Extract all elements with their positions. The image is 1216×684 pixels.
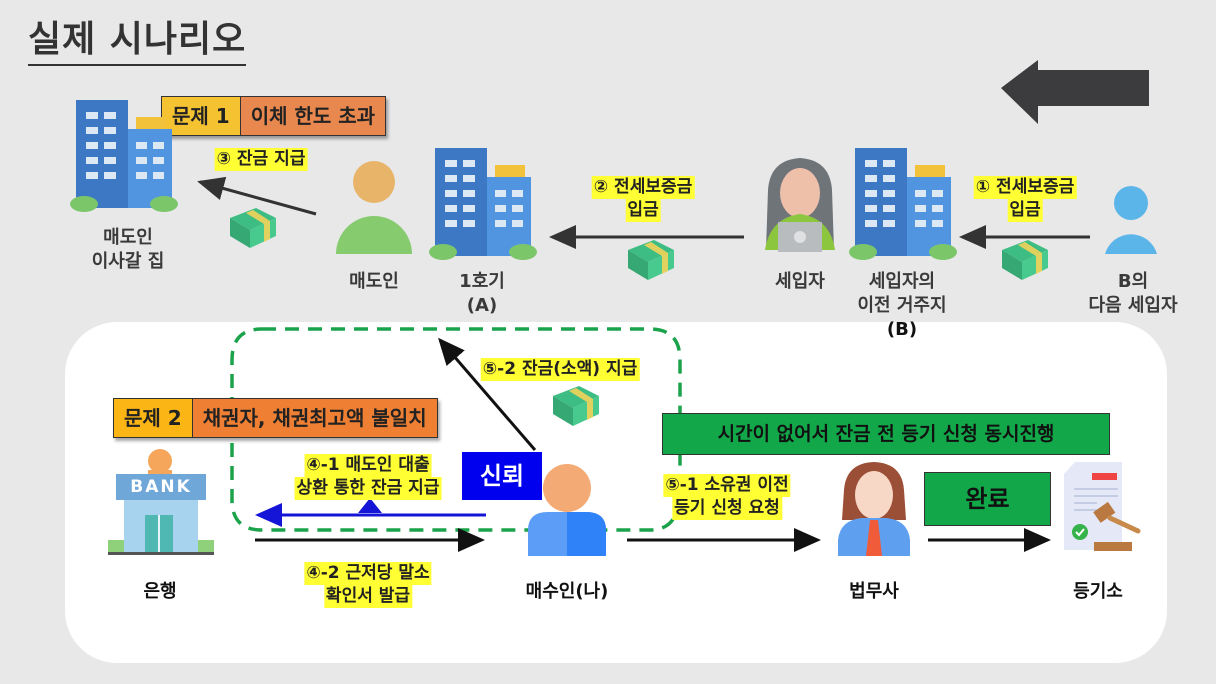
trust-dashed-region [230,327,682,532]
money-icon [553,386,599,426]
tenant-prev-home-building-icon [849,148,957,260]
problem-2-tag: 문제 2 [114,399,193,437]
next-tenant-avatar-icon [1105,186,1157,254]
money-icon [628,240,674,280]
page-title: 실제 시나리오 [28,18,247,66]
buyer-label: 매수인(나) [525,581,609,602]
step5-1-label: ⑤-1 소유권 이전 등기 신청 요청 [663,474,791,520]
step1-label: ① 전세보증금 입금 [973,176,1077,222]
seller-new-home-building-icon [70,100,178,212]
problem-2-box: 문제 2 채권자, 채권최고액 불일치 [113,398,438,438]
registry-label: 등기소 [1073,581,1123,602]
tenant-prev-home-label: 세입자의 이전 거주지 (B) [857,271,947,340]
problem-1-text: 이체 한도 초과 [240,97,386,135]
pointer-triangle [358,498,382,513]
unit-a-building-icon [429,148,537,260]
arrow-step3 [197,176,317,216]
step2-label: ② 전세보증금 입금 [591,176,695,222]
tenant-avatar-icon [765,158,835,252]
step4-1-label: ④-1 매도인 대출 상환 통한 잔금 지급 [294,454,442,500]
arrow-step5-2 [438,337,537,451]
next-tenant-label: B의 다음 세입자 [1088,271,1178,316]
simultaneous-registration-banner: 시간이 없어서 잔금 전 등기 신청 동시진행 [662,413,1110,455]
problem-1-tag: 문제 1 [162,97,241,135]
seller-new-home-label: 매도인 이사갈 집 [91,227,165,272]
left-arrow-icon [1001,60,1149,124]
bank-sign: BANK [130,477,192,497]
money-icon [230,208,276,248]
tenant-label: 세입자 [775,271,825,292]
seller-label: 매도인 [349,271,399,292]
registry-document-icon [1064,462,1141,551]
done-badge: 완료 [924,472,1051,526]
step3-label: ③ 잔금 지급 [214,148,308,171]
problem-1-box: 문제 1 이체 한도 초과 [161,96,387,136]
lawyer-avatar-icon [838,462,910,556]
seller-avatar-icon [336,161,412,254]
problem-2-text: 채권자, 채권최고액 불일치 [192,399,437,437]
step4-2-label: ④-2 근저당 말소 확인서 발급 [304,562,432,608]
bank-label: 은행 [143,581,177,602]
money-icon [1002,240,1048,280]
trust-badge: 신뢰 [462,452,542,500]
unit-a-label: 1호기 (A) [459,271,505,316]
buyer-avatar-icon [528,464,606,556]
lawyer-label: 법무사 [849,581,899,602]
bank-icon [108,449,214,555]
step5-2-label: ⑤-2 잔금(소액) 지급 [480,358,640,381]
